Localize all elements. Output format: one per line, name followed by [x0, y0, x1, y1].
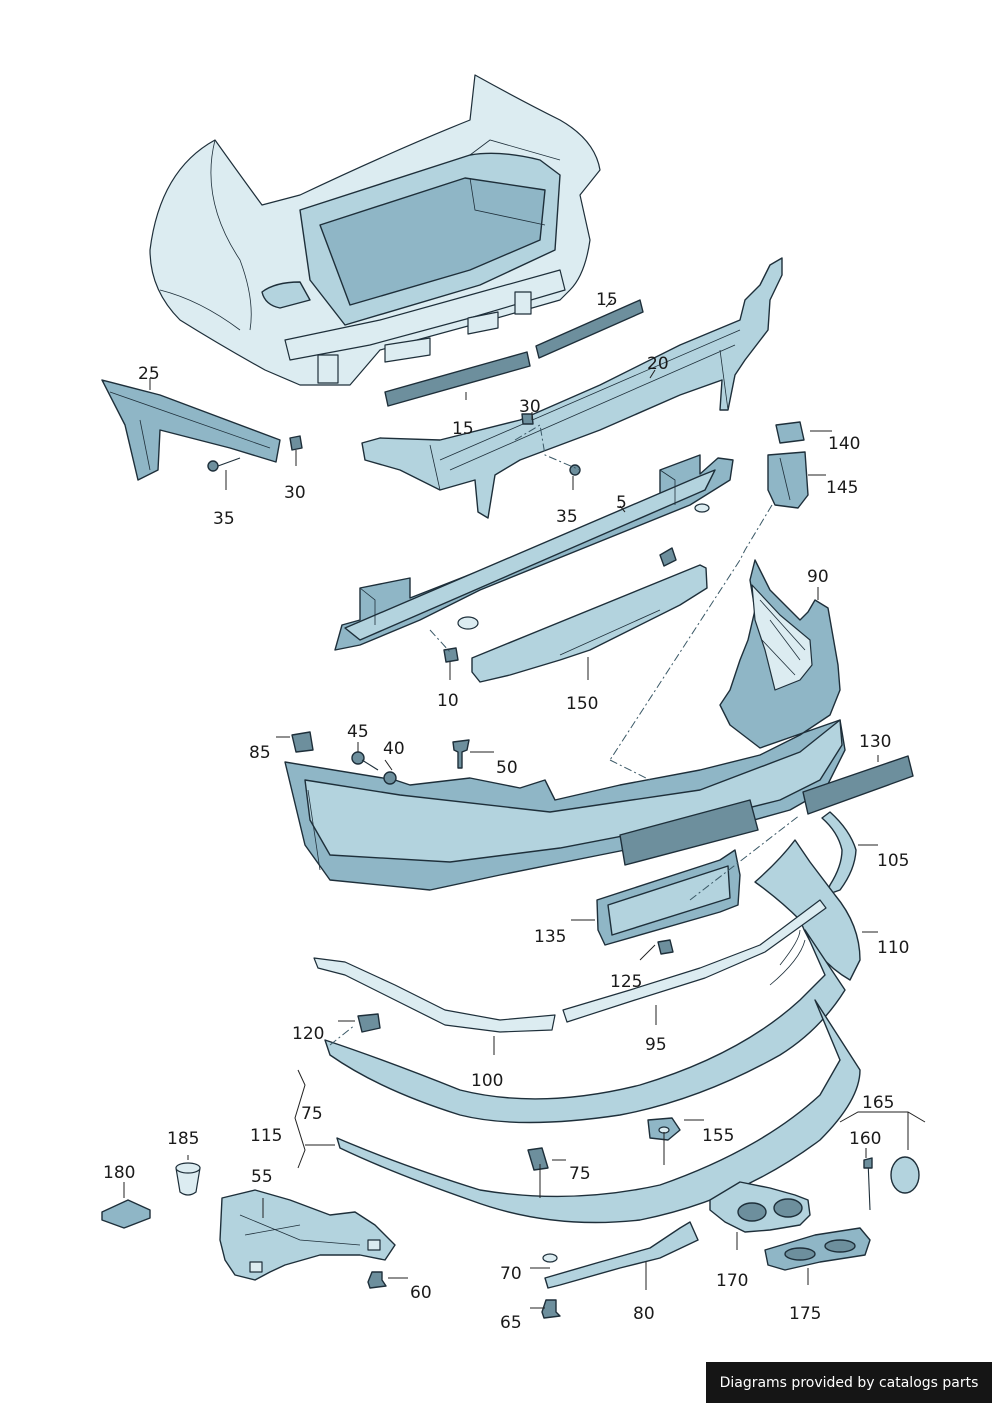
- callout-25: 25: [138, 364, 160, 384]
- part-80-lower-trim: [544, 1221, 699, 1289]
- fasteners-60-65-70: [367, 1253, 561, 1319]
- part-15-trim-strips: [384, 299, 644, 407]
- part-10-nut: [443, 647, 459, 663]
- part-5-reinforcement-beam: [334, 454, 734, 651]
- callout-100: 100: [471, 1071, 503, 1091]
- callout-95: 95: [645, 1035, 667, 1055]
- callout-5: 5: [616, 493, 627, 513]
- parts-170-175-exhaust-tips: [709, 1181, 871, 1271]
- part-115-lower-valance: [324, 929, 861, 1224]
- callout-55: 55: [251, 1167, 273, 1187]
- callout-65: 65: [500, 1313, 522, 1333]
- callout-120: 120: [292, 1024, 324, 1044]
- callout-15-left: 15: [452, 419, 474, 439]
- parts-180-185: [101, 1162, 201, 1229]
- callout-165: 165: [862, 1093, 894, 1113]
- part-20-energy-absorber: [361, 257, 783, 519]
- callout-45: 45: [347, 722, 369, 742]
- part-135-license-mount: [596, 849, 741, 955]
- part-95-center-strip: [562, 899, 827, 1023]
- callout-155: 155: [702, 1126, 734, 1146]
- callout-90: 90: [807, 567, 829, 587]
- callout-135: 135: [534, 927, 566, 947]
- callout-180: 180: [103, 1163, 135, 1183]
- callout-75-upper: 75: [301, 1104, 323, 1124]
- callout-140: 140: [828, 434, 860, 454]
- callout-15-top: 15: [596, 290, 618, 310]
- callout-125: 125: [610, 972, 642, 992]
- callout-170: 170: [716, 1271, 748, 1291]
- callout-10: 10: [437, 691, 459, 711]
- part-100-lower-strip: [313, 957, 556, 1033]
- callout-30-left: 30: [284, 483, 306, 503]
- callout-75-lower: 75: [569, 1164, 591, 1184]
- callout-130: 130: [859, 732, 891, 752]
- part-105-trim-rail: [821, 811, 857, 896]
- callout-150: 150: [566, 694, 598, 714]
- callout-labels: 5 10 15 15 20 25 30 30 35 35 40 45 50 55…: [103, 290, 909, 1333]
- part-55-bracket: [219, 1189, 396, 1281]
- callout-105: 105: [877, 851, 909, 871]
- part-130-reflector: [802, 755, 914, 815]
- car-body-rear: [149, 74, 601, 386]
- callout-35-center: 35: [556, 507, 578, 527]
- callout-50: 50: [496, 758, 518, 778]
- clips-75-155: [527, 1117, 681, 1171]
- part-90-bumper-cover: [284, 559, 846, 891]
- part-140-145-brackets: [767, 421, 809, 509]
- callout-70: 70: [500, 1264, 522, 1284]
- part-150-foam-absorber: [471, 564, 708, 683]
- callout-145: 145: [826, 478, 858, 498]
- callout-85: 85: [249, 743, 271, 763]
- callout-20: 20: [647, 354, 669, 374]
- assembly-lines: [329, 424, 801, 1046]
- parts-160-165: [863, 1156, 920, 1211]
- callout-60: 60: [410, 1283, 432, 1303]
- part-25-side-bracket: [101, 379, 281, 481]
- leader-lines: [123, 299, 926, 1309]
- callout-35-left: 35: [213, 509, 235, 529]
- callout-110: 110: [877, 938, 909, 958]
- part-120-clip: [357, 1013, 381, 1033]
- fasteners-30-35: [207, 413, 581, 476]
- credit-banner: Diagrams provided by catalogs parts: [706, 1362, 992, 1403]
- callout-80: 80: [633, 1304, 655, 1324]
- callout-115: 115: [250, 1126, 282, 1146]
- callout-30-center: 30: [519, 397, 541, 417]
- callout-185: 185: [167, 1129, 199, 1149]
- callout-175: 175: [789, 1304, 821, 1324]
- callout-160: 160: [849, 1129, 881, 1149]
- callout-40: 40: [383, 739, 405, 759]
